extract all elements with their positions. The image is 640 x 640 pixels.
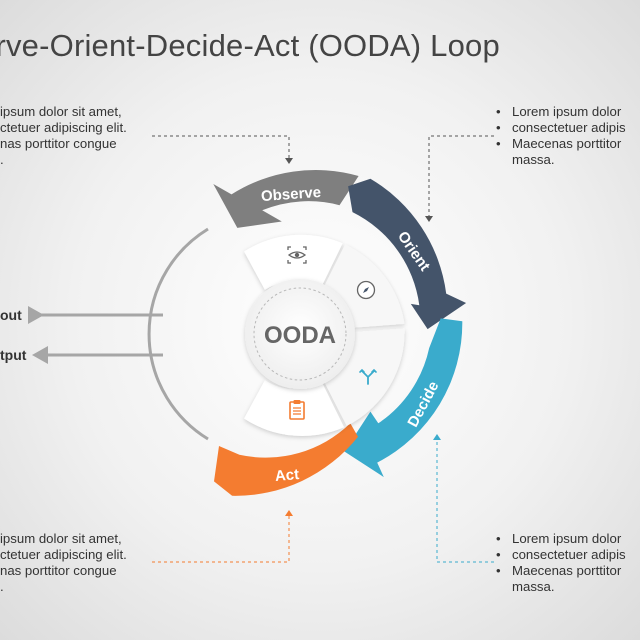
output-arrowhead bbox=[32, 346, 48, 364]
page-title: erve-Orient-Decide-Act (OODA) Loop bbox=[0, 28, 500, 63]
connector-decide bbox=[436, 438, 494, 563]
bullet-dot: • bbox=[496, 563, 501, 578]
output-label: tput bbox=[0, 347, 27, 363]
bullet-item: • consectetuer adipis bbox=[496, 547, 626, 563]
text-line: nas porttitor congue bbox=[0, 136, 117, 151]
bullet-text: consectetuer adipis bbox=[512, 120, 626, 135]
connector-arrowhead bbox=[425, 216, 433, 222]
text-line: ipsum dolor sit amet, bbox=[0, 531, 122, 546]
bullet-text: Lorem ipsum dolor bbox=[512, 531, 622, 546]
bullet-text: Maecenas porttitor bbox=[512, 136, 622, 151]
text-line: ipsum dolor sit amet, bbox=[0, 104, 122, 119]
bullet-dot: • bbox=[496, 136, 501, 151]
sector-decide bbox=[323, 328, 405, 426]
bullet-text: Lorem ipsum dolor bbox=[512, 104, 622, 119]
bullet-dot: • bbox=[496, 531, 501, 546]
center-dashed-ring bbox=[253, 287, 347, 381]
text-line: ctetuer adipiscing elit. bbox=[0, 120, 127, 135]
split-arrow-icon bbox=[359, 368, 377, 385]
connector-act bbox=[152, 514, 290, 563]
decide-arrow bbox=[344, 318, 463, 478]
act-label: Act bbox=[274, 466, 300, 485]
bullet-list-top-right: •Lorem ipsum dolor •consectetuer adipis … bbox=[496, 104, 626, 168]
connector-arrowhead bbox=[285, 158, 293, 164]
connector-orient bbox=[428, 135, 494, 218]
input-arrowhead bbox=[28, 306, 44, 324]
center-circle bbox=[245, 279, 355, 389]
observe-arrow bbox=[213, 169, 359, 228]
feedback-arc bbox=[147, 227, 209, 441]
bullet-item: • Lorem ipsum dolor bbox=[496, 104, 626, 120]
connector-arrowhead bbox=[285, 510, 293, 516]
act-arrow bbox=[214, 423, 358, 496]
text-block-top-left: ipsum dolor sit amet, ctetuer adipiscing… bbox=[0, 104, 127, 168]
bullet-list-bottom-right: •Lorem ipsum dolor •consectetuer adipis … bbox=[496, 531, 626, 595]
text-line: ctetuer adipiscing elit. bbox=[0, 547, 127, 562]
text-block-bottom-left: ipsum dolor sit amet, ctetuer adipiscing… bbox=[0, 531, 127, 595]
bullet-text: Maecenas porttitor bbox=[512, 563, 622, 578]
compass-icon bbox=[356, 280, 376, 300]
clipboard-icon bbox=[289, 400, 305, 420]
orient-arrow bbox=[348, 178, 467, 330]
bullet-item: • consectetuer adipis bbox=[496, 120, 626, 136]
bullet-text: massa. bbox=[512, 152, 555, 167]
bullet-text: massa. bbox=[512, 579, 555, 594]
observe-label: Observe bbox=[260, 184, 321, 205]
bullet-dot: • bbox=[496, 547, 501, 562]
bullet-dot: • bbox=[496, 120, 501, 135]
text-line: . bbox=[0, 579, 4, 594]
center-label: OODA bbox=[264, 322, 336, 349]
connector-arrowhead bbox=[433, 434, 441, 440]
connector-observe bbox=[152, 135, 290, 160]
bullet-item: • Lorem ipsum dolor bbox=[496, 531, 626, 547]
text-line: . bbox=[0, 152, 4, 167]
bullet-text: consectetuer adipis bbox=[512, 547, 626, 562]
bullet-dot: • bbox=[496, 104, 501, 119]
input-label: out bbox=[0, 307, 22, 323]
eye-scan-icon bbox=[287, 246, 307, 264]
sector-observe bbox=[244, 234, 343, 290]
text-line: nas porttitor congue bbox=[0, 563, 117, 578]
